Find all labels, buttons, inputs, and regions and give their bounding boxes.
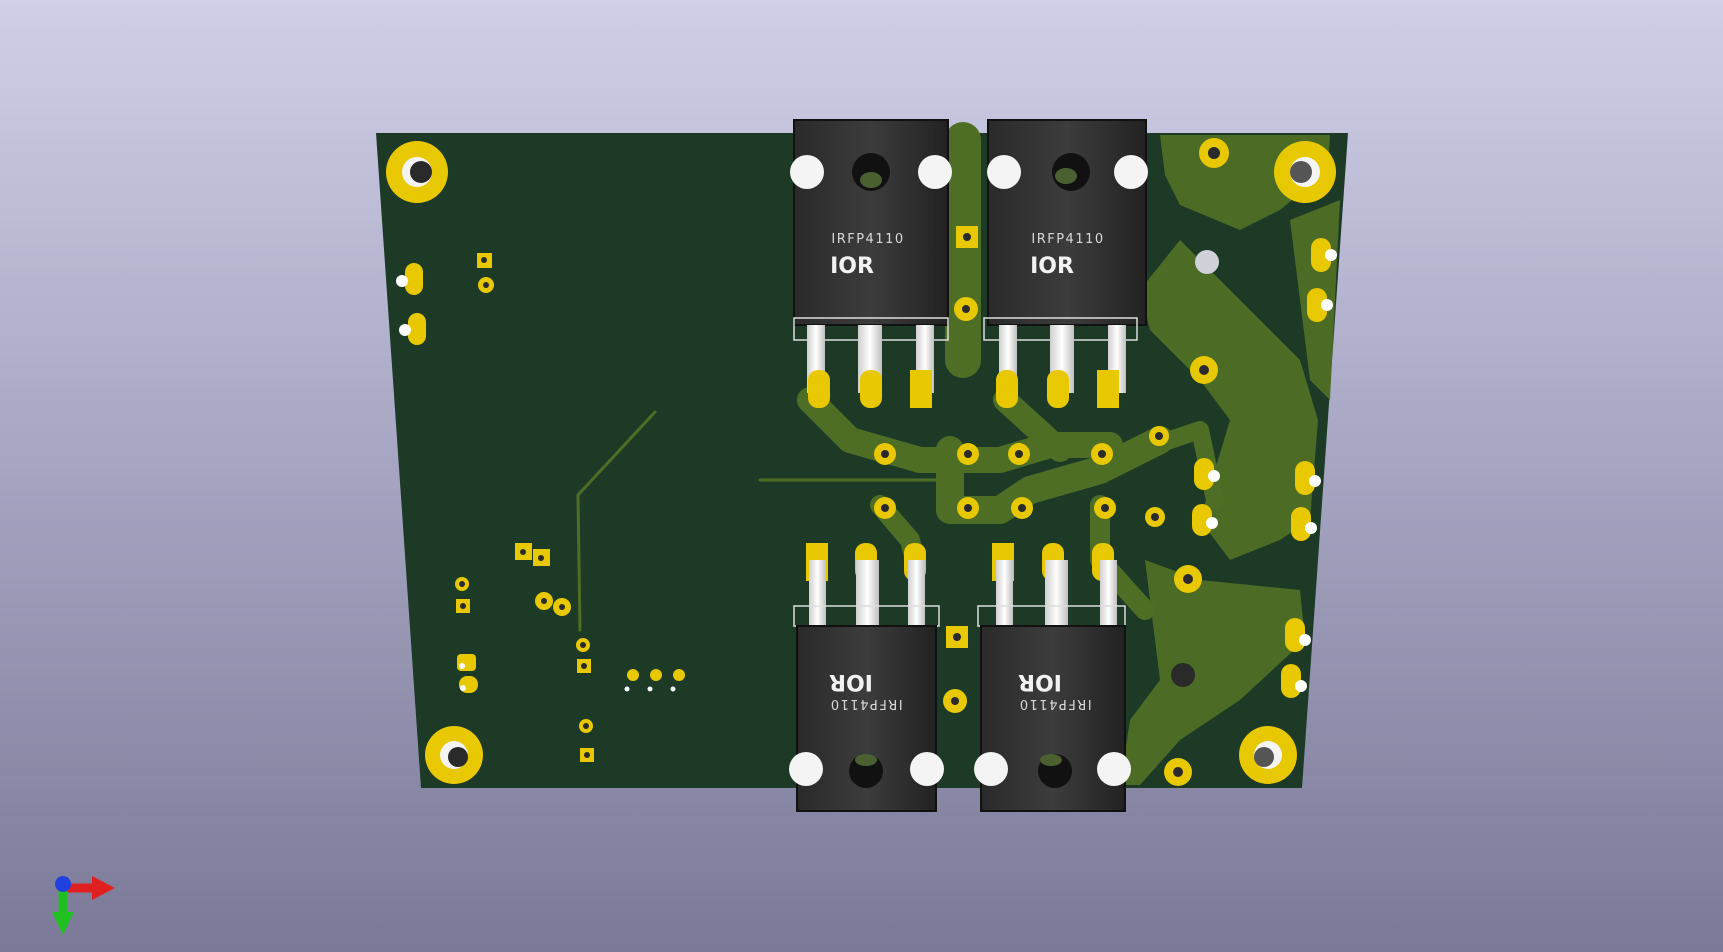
mosfet-q3[interactable]: IRFP4110 IOR xyxy=(789,543,944,812)
part-number-label: IRFP4110 xyxy=(831,232,904,247)
mosfet-q1[interactable]: IRFP4110 IOR xyxy=(790,119,952,408)
mosfet-q4[interactable]: IRFP4110 IOR xyxy=(974,543,1131,812)
brand-logo-label: IOR xyxy=(830,254,874,279)
part-number-label: IRFP4110 xyxy=(829,696,902,711)
mounting-hole xyxy=(1274,141,1336,203)
mounting-holes xyxy=(386,141,1336,784)
brand-logo-label: IOR xyxy=(829,669,873,694)
axis-triad-icon xyxy=(52,876,115,935)
mounting-hole xyxy=(1239,726,1297,784)
brand-logo-label: IOR xyxy=(1030,254,1074,279)
pads-and-vias xyxy=(396,138,1337,786)
mounting-hole xyxy=(425,726,483,784)
brand-logo-label: IOR xyxy=(1018,669,1062,694)
part-number-label: IRFP4110 xyxy=(1031,232,1104,247)
mosfet-q2[interactable]: IRFP4110 IOR xyxy=(983,119,1148,408)
mounting-hole xyxy=(386,141,448,203)
part-number-label: IRFP4110 xyxy=(1018,696,1091,711)
